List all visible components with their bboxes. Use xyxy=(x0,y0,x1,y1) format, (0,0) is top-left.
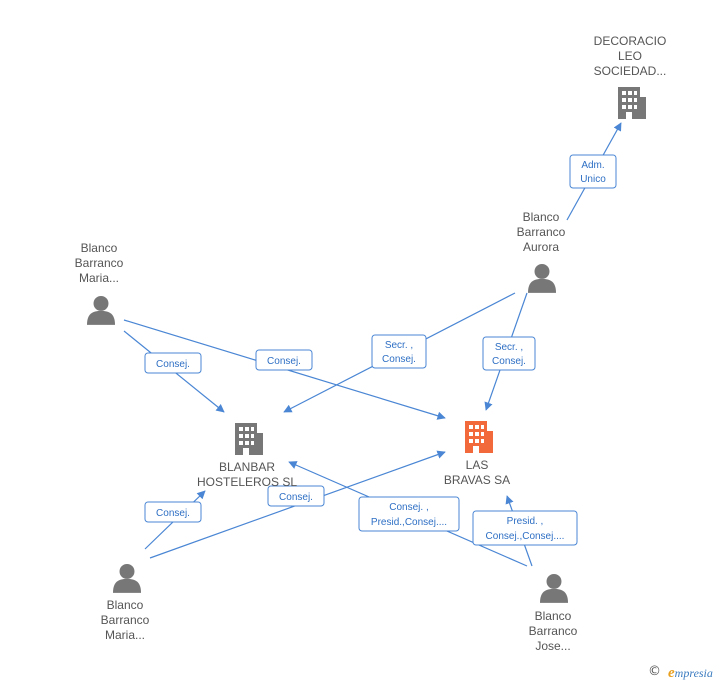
svg-text:Consej.,Consej....: Consej.,Consej.... xyxy=(486,531,565,542)
brand-initial: e xyxy=(668,665,675,681)
svg-text:Secr. ,: Secr. , xyxy=(385,340,413,351)
svg-text:Barranco: Barranco xyxy=(75,256,124,270)
svg-text:Presid.,Consej....: Presid.,Consej.... xyxy=(371,517,447,528)
svg-text:LAS: LAS xyxy=(466,458,489,472)
svg-text:Aurora: Aurora xyxy=(523,240,559,254)
edge-label-secr-consej-blanbar[interactable]: Secr. , Consej. xyxy=(371,334,427,369)
edge-label-consej-mariatop-lasbravas[interactable]: Consej. xyxy=(255,349,313,371)
svg-text:Consej.: Consej. xyxy=(267,356,301,367)
brand-logo: empresia xyxy=(668,665,713,682)
edge-label-consej-presid-jose-blanbar[interactable]: Consej. , Presid.,Consej.... xyxy=(358,496,460,532)
svg-text:HOSTELEROS SL: HOSTELEROS SL xyxy=(197,475,297,489)
svg-text:Maria...: Maria... xyxy=(79,271,119,285)
building-icon xyxy=(618,87,646,119)
svg-text:Consej.: Consej. xyxy=(279,492,313,503)
svg-text:Consej. ,: Consej. , xyxy=(389,502,428,513)
svg-text:Consej.: Consej. xyxy=(382,354,416,365)
edge-label-consej-mariabottom-blanbar[interactable]: Consej. xyxy=(144,501,202,523)
svg-text:Consej.: Consej. xyxy=(156,508,190,519)
svg-text:Blanco: Blanco xyxy=(523,210,560,224)
svg-text:Consej.: Consej. xyxy=(156,359,190,370)
svg-text:Blanco: Blanco xyxy=(107,598,144,612)
svg-text:Blanco: Blanco xyxy=(81,241,118,255)
person-icon xyxy=(113,564,141,593)
svg-text:SOCIEDAD...: SOCIEDAD... xyxy=(594,64,667,78)
svg-text:Barranco: Barranco xyxy=(529,624,578,638)
edge-label-consej-mariatop-blanbar[interactable]: Consej. xyxy=(144,352,202,374)
edge-label-adm-unico[interactable]: Adm. Unico xyxy=(569,154,617,189)
edge-label-consej-mariabottom-lasbravas[interactable]: Consej. xyxy=(267,485,325,507)
svg-text:Maria...: Maria... xyxy=(105,628,145,642)
edge-label-presid-consej-jose-lasbravas[interactable]: Presid. , Consej.,Consej.... xyxy=(472,510,578,546)
node-decoracio-leo[interactable]: DECORACIO LEO SOCIEDAD... xyxy=(594,34,667,119)
svg-text:Unico: Unico xyxy=(580,174,606,185)
svg-text:BRAVAS SA: BRAVAS SA xyxy=(444,473,510,487)
building-icon xyxy=(465,421,493,453)
svg-text:Blanco: Blanco xyxy=(535,609,572,623)
svg-text:Secr. ,: Secr. , xyxy=(495,342,523,353)
node-blanbar-hosteleros[interactable]: BLANBAR HOSTELEROS SL xyxy=(197,423,297,489)
node-blanco-barranco-maria-top[interactable]: Blanco Barranco Maria... xyxy=(75,241,124,325)
svg-text:BLANBAR: BLANBAR xyxy=(219,460,275,474)
edge-label-secr-consej-lasbravas[interactable]: Secr. , Consej. xyxy=(482,336,536,371)
brand-name: mpresia xyxy=(674,666,713,680)
building-icon xyxy=(235,423,263,455)
svg-text:Barranco: Barranco xyxy=(101,613,150,627)
person-icon xyxy=(528,264,556,293)
node-blanco-barranco-aurora[interactable]: Blanco Barranco Aurora xyxy=(517,210,566,293)
svg-text:DECORACIO: DECORACIO xyxy=(594,34,667,48)
person-icon xyxy=(87,296,115,325)
svg-text:Barranco: Barranco xyxy=(517,225,566,239)
person-icon xyxy=(540,574,568,603)
svg-text:LEO: LEO xyxy=(618,49,642,63)
node-las-bravas[interactable]: LAS BRAVAS SA xyxy=(444,421,510,487)
copyright-symbol: © xyxy=(648,664,661,679)
svg-text:Adm.: Adm. xyxy=(581,160,604,171)
node-blanco-barranco-jose[interactable]: Blanco Barranco Jose... xyxy=(529,574,578,653)
svg-text:Consej.: Consej. xyxy=(492,356,526,367)
svg-text:Jose...: Jose... xyxy=(535,639,570,653)
svg-text:Presid. ,: Presid. , xyxy=(507,516,544,527)
node-blanco-barranco-maria-bottom[interactable]: Blanco Barranco Maria... xyxy=(101,564,150,642)
